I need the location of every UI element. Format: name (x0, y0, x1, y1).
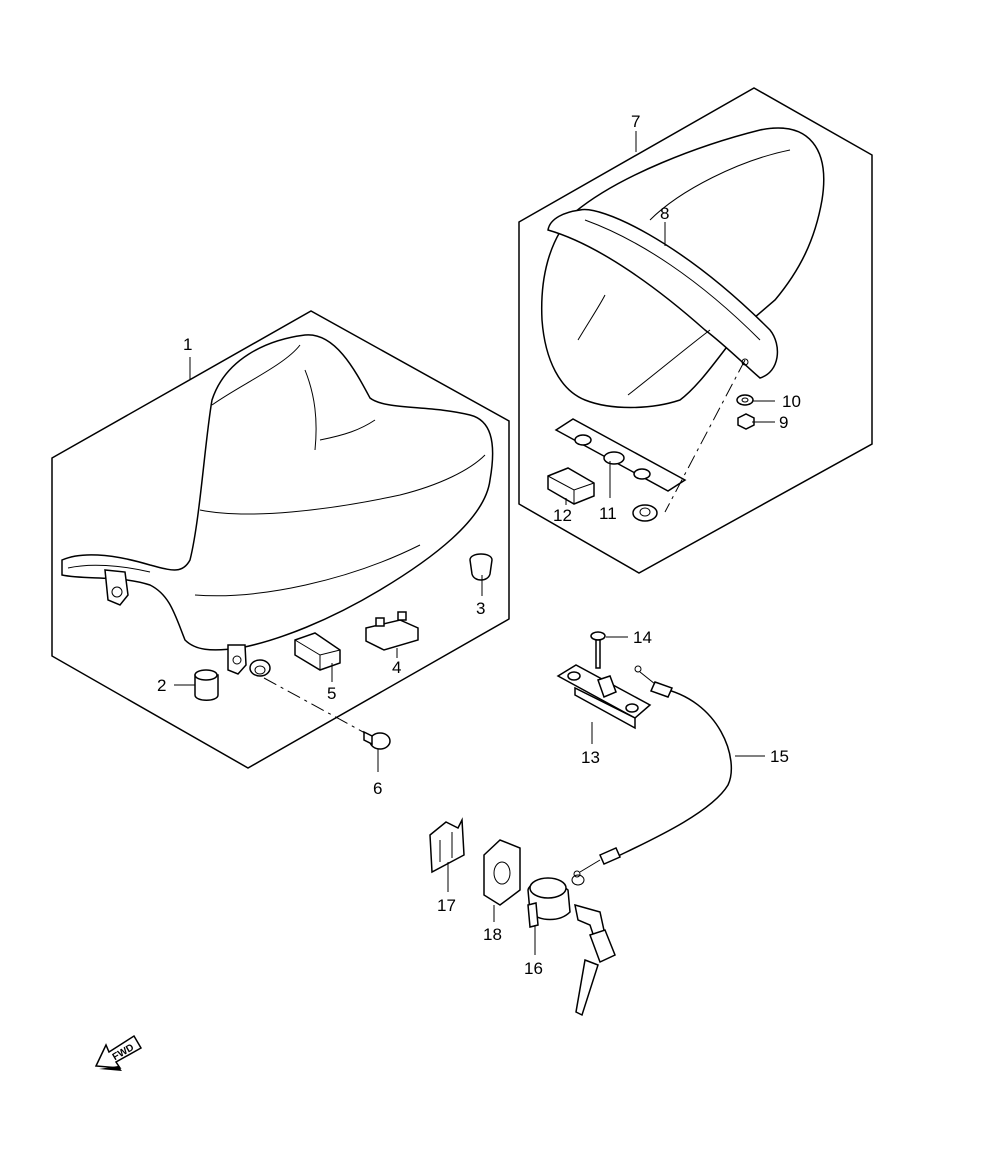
label-2: 2 (157, 676, 166, 695)
pin-6 (363, 730, 391, 750)
fwd-label: FWD (111, 1042, 136, 1063)
cable-15 (573, 665, 732, 878)
washer-10 (736, 394, 754, 406)
label-3: 3 (476, 599, 485, 618)
cushion-3 (469, 553, 493, 581)
center-line-6 (263, 677, 366, 734)
rear-seat-group-box (518, 87, 873, 574)
label-17: 17 (437, 896, 456, 915)
label-4: 4 (392, 658, 401, 677)
front-seat (61, 334, 494, 675)
label-11: 11 (599, 504, 617, 523)
clip-17 (429, 817, 465, 874)
grommet (249, 659, 271, 677)
fwd-arrow-icon: FWD (94, 1034, 143, 1071)
bracket-plate-11 (554, 418, 687, 492)
pad-12 (547, 467, 595, 505)
label-5: 5 (327, 684, 336, 703)
front-seat-group-box (51, 310, 510, 769)
label-8: 8 (660, 204, 669, 223)
rear-seat-cowl (540, 127, 825, 409)
label-16: 16 (524, 959, 543, 978)
pad-5 (294, 632, 341, 671)
screw-14 (590, 631, 606, 669)
key-lock-16 (527, 874, 616, 1017)
label-15: 15 (770, 747, 789, 766)
plate-18 (483, 839, 521, 906)
lock-bracket-13 (556, 664, 652, 730)
label-6: 6 (373, 779, 382, 798)
label-9: 9 (779, 413, 788, 432)
label-7: 7 (631, 112, 640, 131)
label-10: 10 (782, 392, 801, 411)
collar-nut (632, 504, 658, 522)
label-13: 13 (581, 748, 600, 767)
leader-lines (174, 131, 775, 955)
label-14: 14 (633, 628, 652, 647)
center-line-rear (664, 359, 746, 513)
label-1: 1 (183, 335, 192, 354)
rubber-block-4 (365, 611, 419, 651)
label-18: 18 (483, 925, 502, 944)
cushion-2 (194, 669, 219, 701)
nut-9 (737, 413, 755, 430)
label-12: 12 (553, 506, 572, 525)
